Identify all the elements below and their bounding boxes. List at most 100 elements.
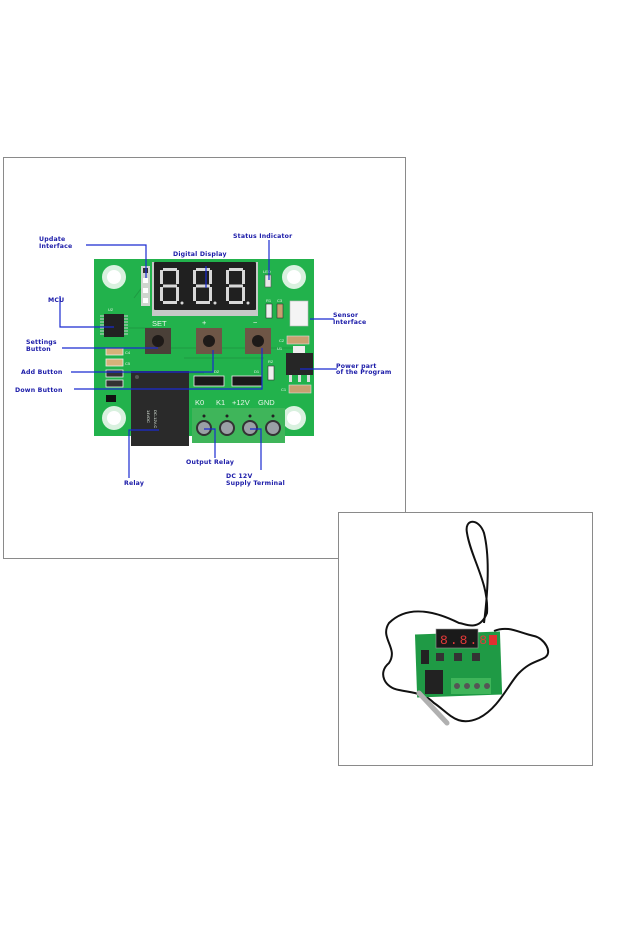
mcu-chip: [100, 314, 128, 337]
label-settings-1: Settings: [26, 339, 57, 346]
relay-text-2: 14VDC: [146, 410, 151, 423]
label-dc-1: DC 12V: [226, 473, 252, 480]
silk-c5: C5: [125, 361, 131, 366]
product-photo-svg: 8.8.8: [382, 520, 550, 726]
display-segment: [196, 284, 210, 288]
silk-d1: D1: [254, 369, 260, 374]
down-button[interactable]: [245, 328, 271, 354]
display-decimal-point: [180, 301, 184, 305]
display-digit: [226, 268, 250, 305]
silk-u2: U2: [108, 307, 114, 312]
status-led: [264, 274, 272, 288]
mini-mcu: [421, 650, 429, 664]
seven-segment-display: [152, 262, 258, 316]
mini-button-set: [436, 653, 444, 661]
label-digital-display: Digital Display: [173, 251, 227, 258]
silk-u1: U1: [277, 346, 283, 351]
display-segment: [196, 301, 210, 304]
display-segment: [160, 287, 163, 301]
display-segment: [163, 284, 177, 288]
capacitor-c1: [288, 384, 312, 394]
label-settings-2: Button: [26, 346, 51, 353]
label-relay: Relay: [124, 480, 144, 487]
sensor-connector: [289, 300, 309, 327]
display-decimal-point: [246, 301, 250, 305]
terminal-block: [192, 408, 285, 443]
label-update-1: Update: [39, 236, 65, 243]
resistor-r2: [267, 365, 275, 381]
mounting-holes: [102, 265, 306, 430]
left-passives: [105, 347, 124, 402]
display-segment: [226, 287, 229, 301]
display-segment: [226, 270, 229, 284]
silk-c4: C4: [125, 350, 131, 355]
label-output-relay: Output Relay: [186, 459, 234, 466]
display-segment: [229, 268, 243, 271]
annotated-board-diagram: LED R1 C3 U2 SET + −: [3, 157, 406, 559]
display-segment: [193, 270, 196, 284]
label-status-indicator: Status Indicator: [233, 233, 293, 240]
silk-r1: R1: [266, 298, 272, 303]
mini-display-digits: 8.8.8: [440, 633, 489, 648]
display-segment: [160, 270, 163, 284]
mini-display: [435, 628, 479, 649]
display-segment: [176, 270, 179, 284]
display-segment: [193, 287, 196, 301]
capacitor-c3: [276, 303, 284, 319]
display-segment: [242, 270, 245, 284]
mini-button-down: [472, 653, 480, 661]
display-segment: [163, 301, 177, 304]
resistor-r1: [265, 303, 273, 319]
display-segment: [229, 301, 243, 304]
label-mcu: MCU: [48, 297, 64, 304]
diode-d2: [193, 375, 225, 387]
silk-set: SET: [152, 319, 167, 328]
label-power-2: of the Program: [336, 369, 392, 376]
label-down-button: Down Button: [15, 387, 63, 394]
label-dc-2: Supply Terminal: [226, 480, 285, 487]
silk-k1: K1: [216, 398, 225, 407]
mini-sensor-connector: [489, 635, 497, 645]
display-decimal-point: [213, 301, 217, 305]
silk-c2: C2: [279, 338, 285, 343]
silk-gnd: GND: [258, 398, 275, 407]
add-button[interactable]: [196, 328, 222, 354]
display-segment: [196, 268, 210, 271]
label-sensor-2: Interface: [333, 319, 366, 326]
board-diagram-svg: LED R1 C3 U2 SET + −: [15, 233, 392, 487]
label-add-button: Add Button: [21, 369, 63, 376]
display-segment: [209, 270, 212, 284]
silk-c1: C1: [281, 387, 287, 392]
silk-d2: D2: [214, 369, 220, 374]
product-photo: 8.8.8: [338, 512, 593, 766]
relay-text-1: DC-12V-C: [153, 410, 158, 428]
display-segment: [163, 268, 177, 271]
temperature-probe: [416, 690, 450, 726]
display-digit: [193, 268, 217, 305]
display-segment: [176, 287, 179, 301]
display-segment: [242, 287, 245, 301]
capacitor-c2: [286, 335, 310, 345]
mini-terminal: [451, 678, 491, 694]
silk-minus: −: [253, 318, 258, 327]
silk-c3: C3: [277, 298, 283, 303]
silk-12v: +12V: [232, 398, 250, 407]
label-power-1: Power part: [336, 363, 377, 370]
relay: DC-12V-C 14VDC: [131, 371, 189, 446]
set-button[interactable]: [145, 328, 171, 354]
probe-cable: [382, 520, 550, 723]
silk-led: LED: [263, 269, 271, 274]
display-segment: [229, 284, 243, 288]
mini-relay: [425, 670, 443, 694]
display-digit: [160, 268, 184, 305]
silk-k0: K0: [195, 398, 204, 407]
diagram-labels: Update Interface Digital Display Status …: [15, 233, 392, 487]
terminal-screws: [196, 420, 281, 436]
label-sensor-1: Sensor: [333, 312, 359, 319]
display-segment: [209, 287, 212, 301]
silk-r2: R2: [268, 359, 274, 364]
diode-d1: [231, 375, 263, 387]
leader-lines: [59, 240, 337, 478]
label-update-2: Interface: [39, 243, 72, 250]
mini-button-add: [454, 653, 462, 661]
